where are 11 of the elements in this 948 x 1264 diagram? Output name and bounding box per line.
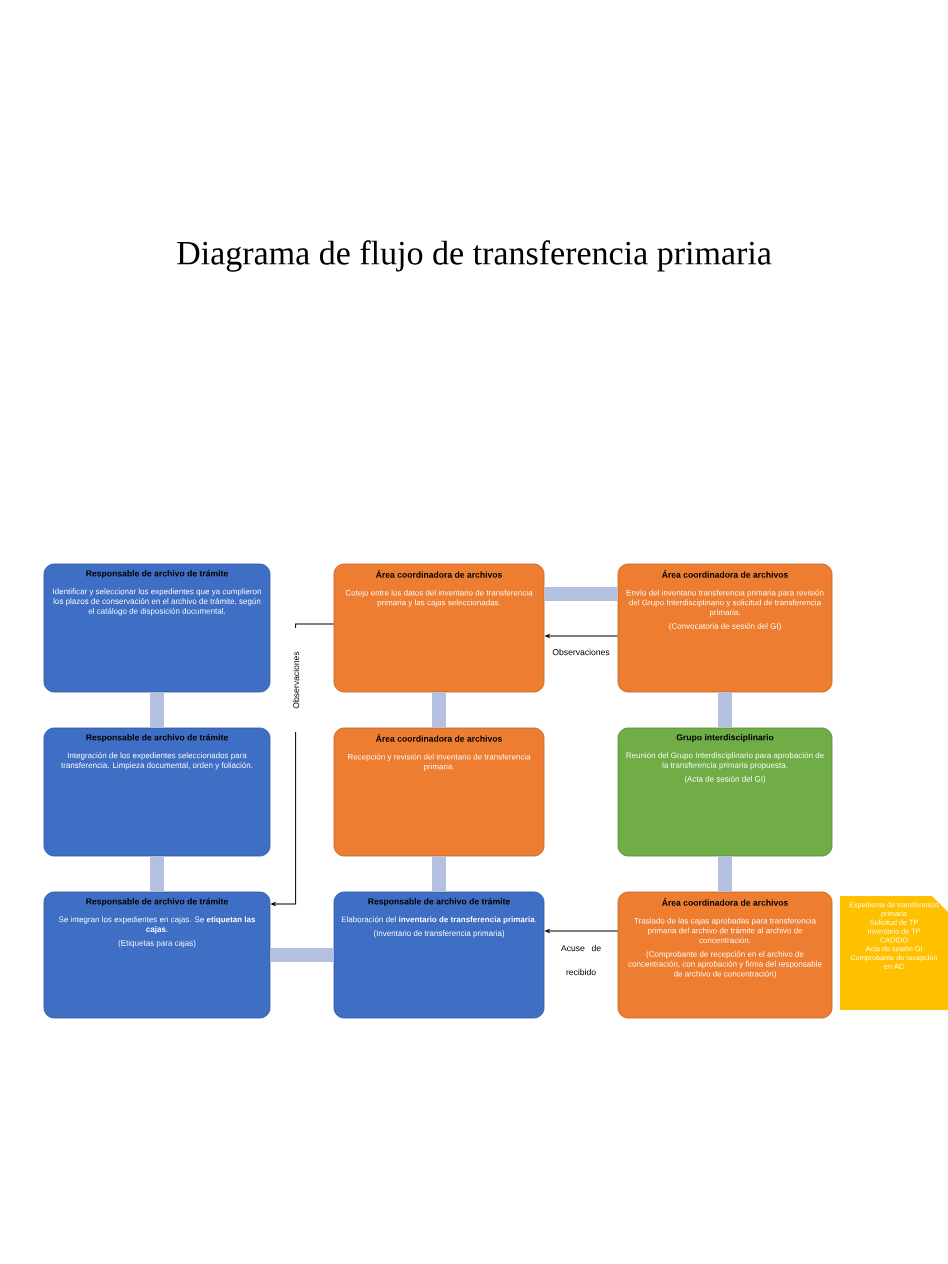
arrow [545,634,619,638]
connector-bar [544,587,618,601]
arrow [545,929,619,933]
connector-bar [432,856,446,892]
title: Diagrama de flujo de transferencia primaria [177,240,772,272]
connector-bar [718,856,732,892]
connector-bar [718,692,732,728]
connector-bar [432,692,446,728]
connector-bar [270,948,334,962]
connector-bar [150,856,164,892]
connector-bar [150,692,164,728]
